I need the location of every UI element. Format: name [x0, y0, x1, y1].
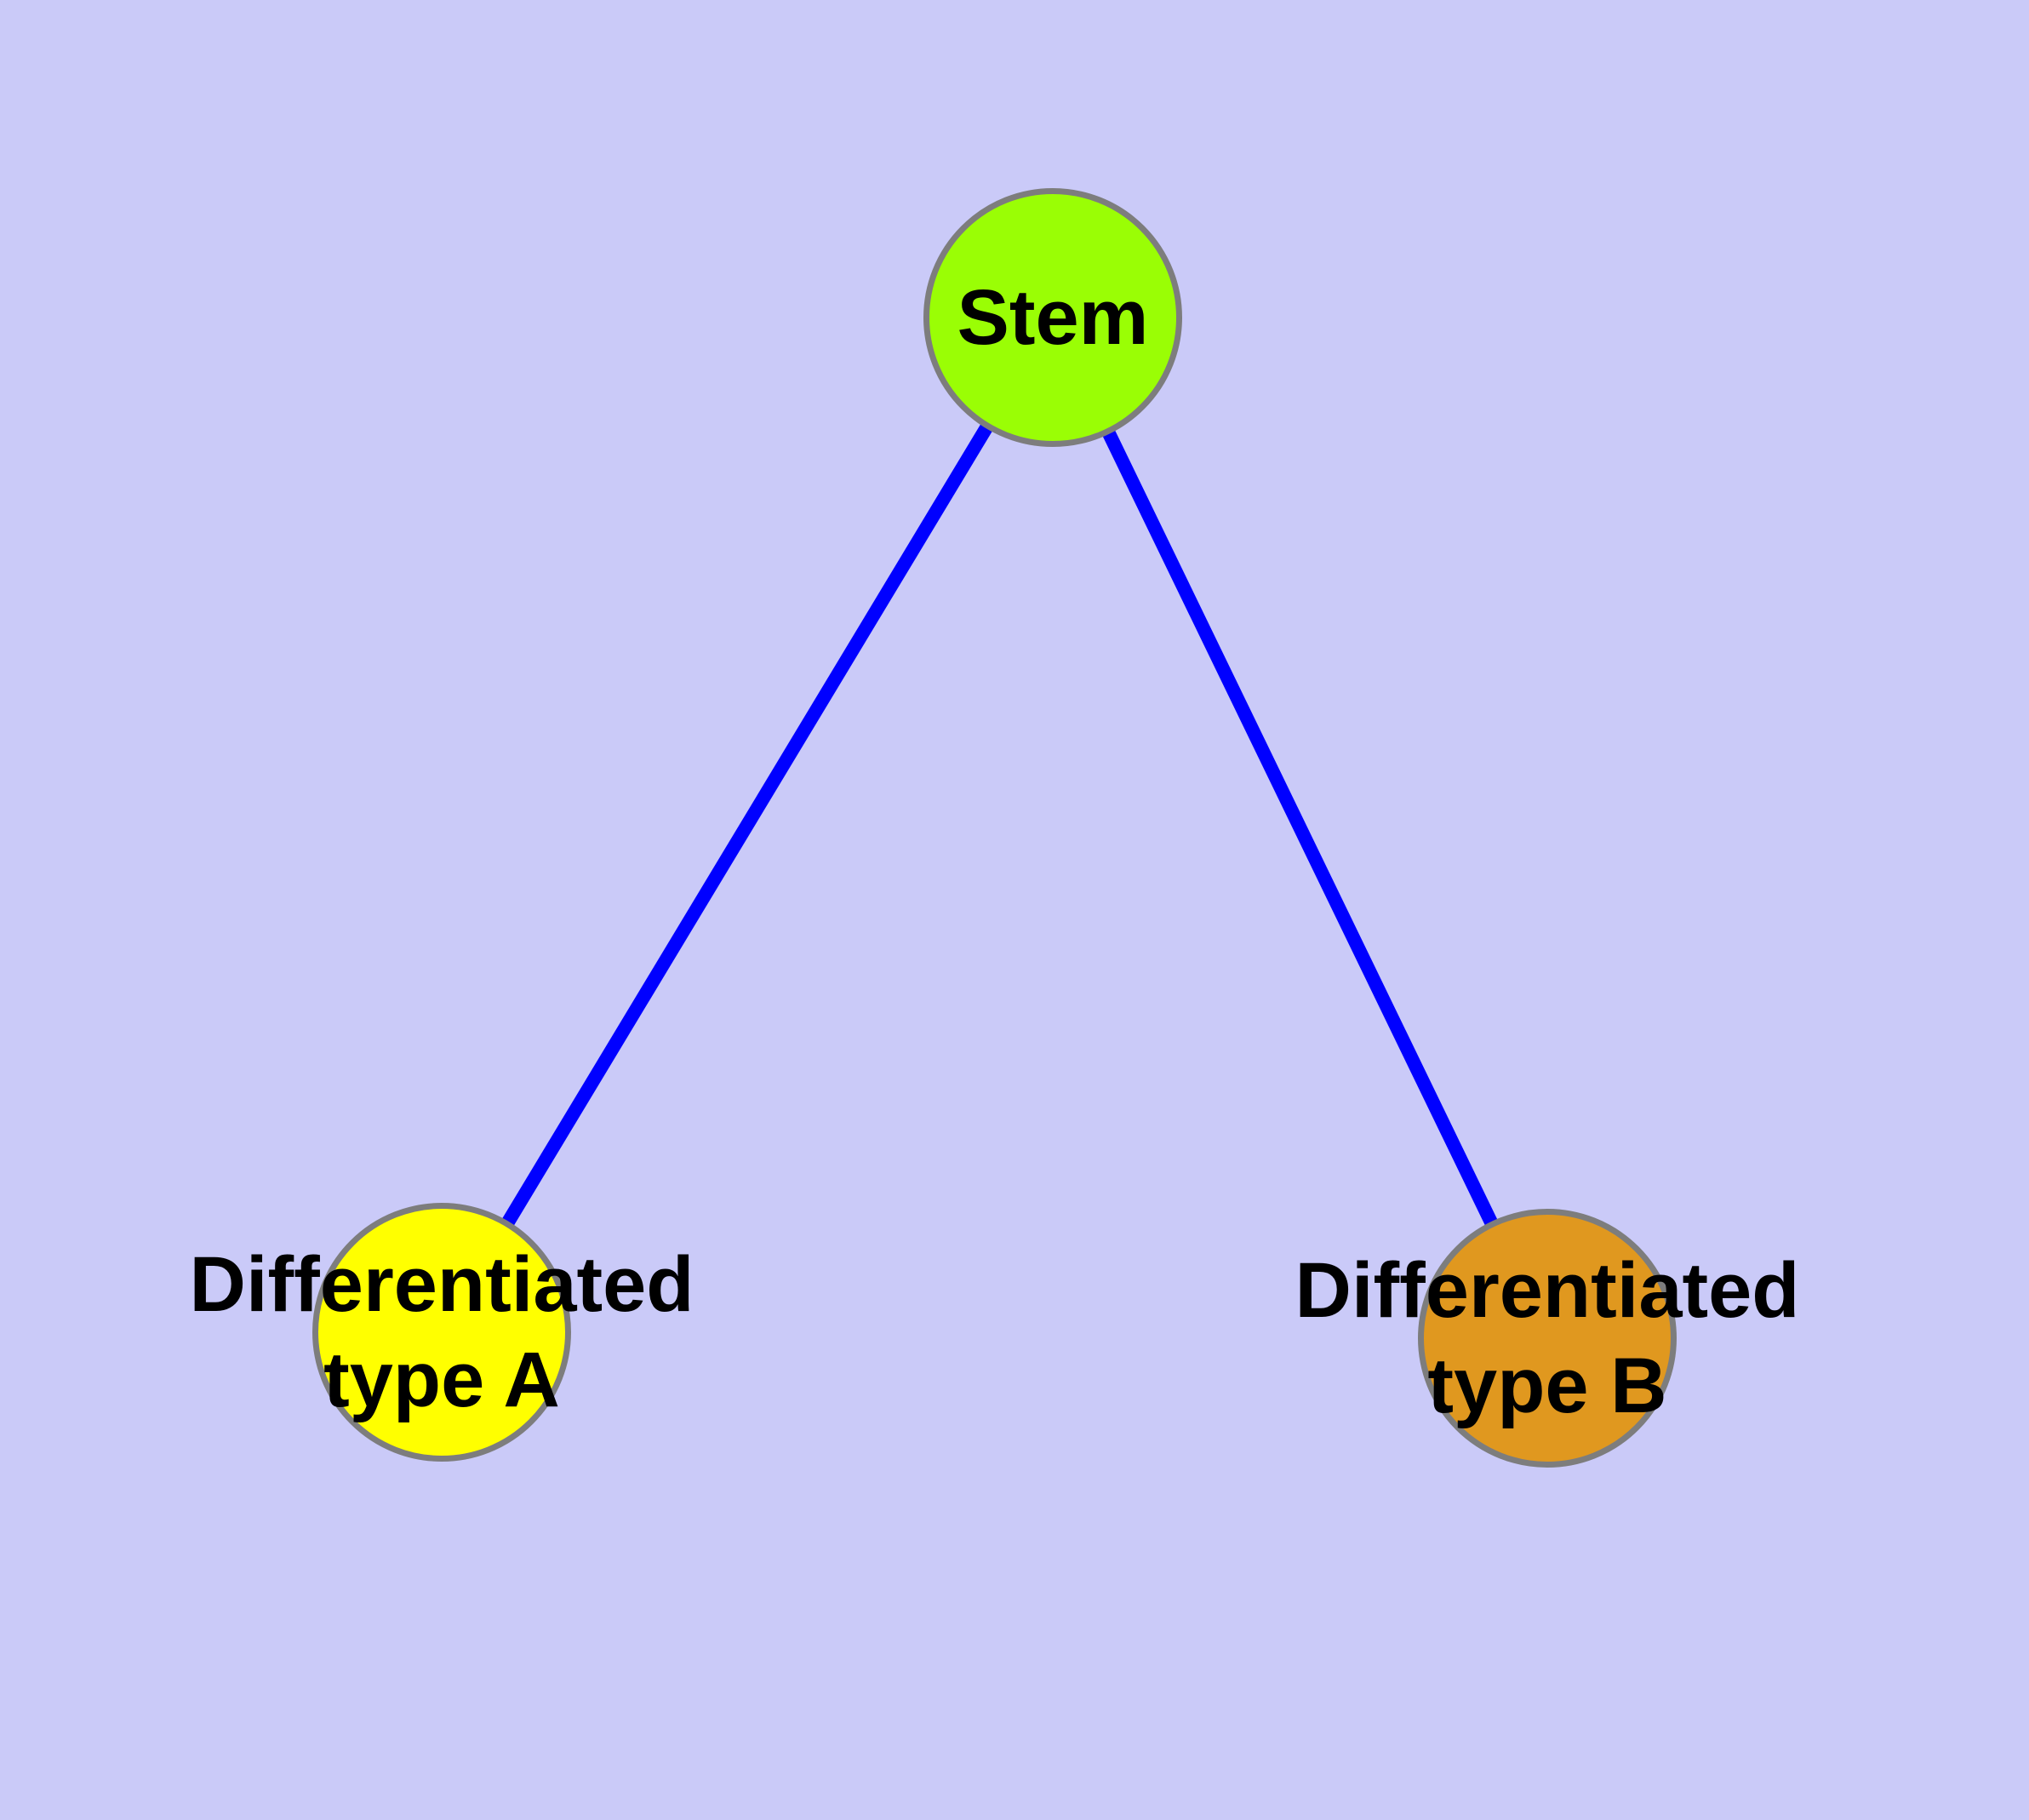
edge-stem-to-type-a	[436, 313, 1059, 1336]
edge-stem-to-type-b	[1046, 314, 1554, 1342]
node-differentiated-type-b[interactable]: Differentiated type B	[1295, 1209, 1799, 1468]
node-stem-label: Stem	[957, 273, 1149, 361]
node-stem[interactable]: Stem	[923, 188, 1182, 447]
node-differentiated-type-a[interactable]: Differentiated type A	[190, 1203, 694, 1462]
